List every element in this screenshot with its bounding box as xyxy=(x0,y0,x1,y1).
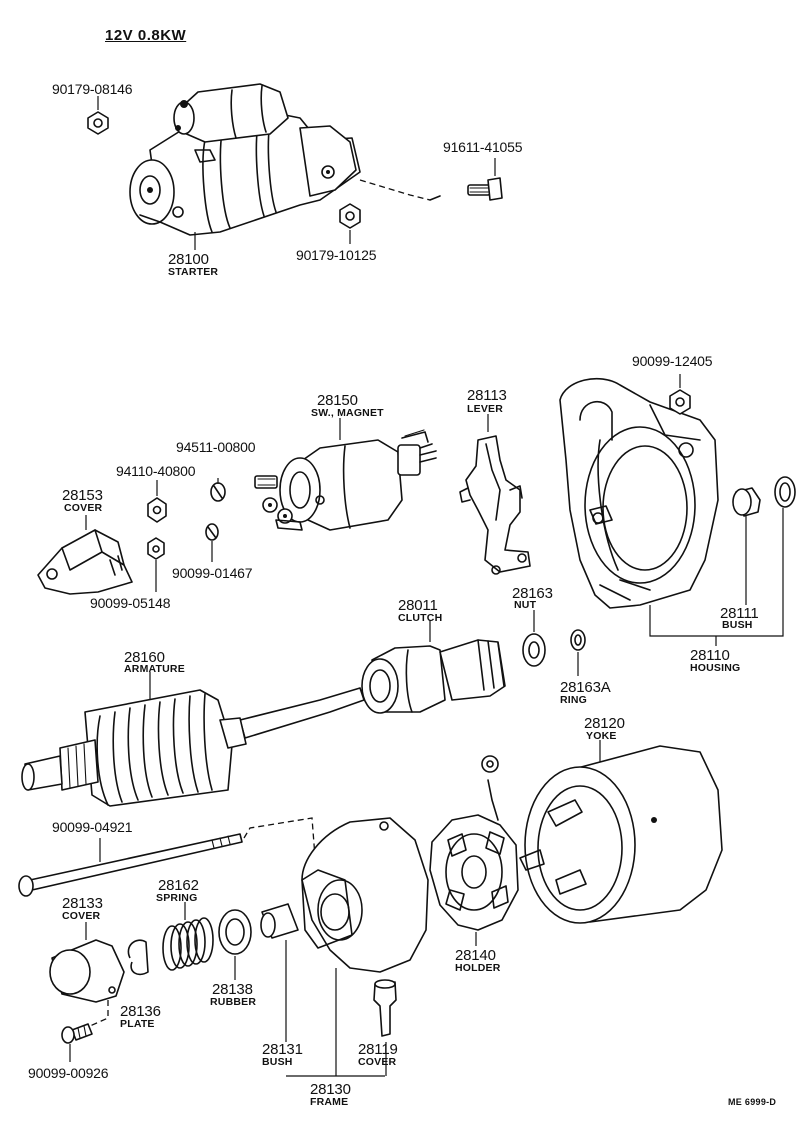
label-28163A: 28163A xyxy=(560,679,611,696)
lever-28113-drawing xyxy=(459,435,531,575)
name-cover-28153: COVER xyxy=(64,502,103,514)
label-28133: 28133 xyxy=(62,895,103,912)
housing-28110-drawing xyxy=(559,377,719,609)
label-28130: 28130 xyxy=(310,1081,351,1098)
footer-code: ME 6999-D xyxy=(728,1097,777,1107)
label-28100: 28100 xyxy=(168,251,209,268)
name-armature: ARMATURE xyxy=(124,663,185,675)
through-bolt-drawing xyxy=(18,833,243,897)
nut-90099-12405-drawing xyxy=(669,389,691,415)
name-frame: FRAME xyxy=(310,1096,349,1108)
cover-28133-drawing xyxy=(49,939,125,1003)
diagram-title: 12V 0.8KW xyxy=(105,27,187,44)
label-28140: 28140 xyxy=(455,947,496,964)
ring-28163A-drawing xyxy=(570,629,586,651)
holder-28140-drawing xyxy=(429,755,519,931)
nut-90179-08146-drawing xyxy=(87,111,109,135)
name-plate: PLATE xyxy=(120,1018,155,1030)
label-90099-04921: 90099-04921 xyxy=(52,819,133,835)
label-91611-41055: 91611-41055 xyxy=(443,139,523,155)
label-94110-40800: 94110-40800 xyxy=(116,463,196,479)
starter-assembly-drawing xyxy=(129,83,361,236)
name-cover-28133: COVER xyxy=(62,910,101,922)
name-ring: RING xyxy=(560,694,588,706)
name-nut-28163: NUT xyxy=(514,599,537,611)
name-spring: SPRING xyxy=(156,892,198,904)
label-28162: 28162 xyxy=(158,877,199,894)
name-cover-28119: COVER xyxy=(358,1056,397,1068)
label-28113: 28113 xyxy=(467,387,507,404)
name-magnet-switch: SW., MAGNET xyxy=(311,407,384,419)
cover-28153-drawing xyxy=(37,529,133,595)
label-28136: 28136 xyxy=(120,1003,161,1020)
nut-90179-10125-drawing xyxy=(339,203,361,229)
label-28131: 28131 xyxy=(262,1041,303,1058)
label-28110: 28110 xyxy=(690,647,730,664)
label-28160: 28160 xyxy=(124,649,165,666)
name-yoke: YOKE xyxy=(586,730,617,742)
label-90099-12405: 90099-12405 xyxy=(632,353,713,369)
name-housing: HOUSING xyxy=(690,662,741,674)
label-90099-00926: 90099-00926 xyxy=(28,1065,109,1081)
label-28163: 28163 xyxy=(512,585,553,602)
nut-94110-drawing xyxy=(147,497,167,523)
washer-94511-drawing xyxy=(210,482,226,502)
name-clutch: CLUTCH xyxy=(398,612,443,624)
bush-28111-drawing xyxy=(732,476,796,517)
label-28138: 28138 xyxy=(212,981,253,998)
label-28153: 28153 xyxy=(62,487,103,504)
nut-90099-05148-drawing xyxy=(147,537,165,560)
clutch-28011-drawing xyxy=(361,639,506,714)
frame-28130-drawing xyxy=(301,817,429,973)
spring-28162-drawing xyxy=(162,917,214,971)
rubber-28138-drawing xyxy=(218,909,252,955)
name-rubber: RUBBER xyxy=(210,996,257,1008)
label-28111: 28111 xyxy=(720,605,759,622)
label-28150: 28150 xyxy=(317,392,358,409)
label-90179-08146: 90179-08146 xyxy=(52,81,133,97)
label-28119: 28119 xyxy=(358,1041,398,1058)
bush-28131-drawing xyxy=(260,903,299,939)
washer-90099-01467-drawing xyxy=(205,523,219,541)
plate-28136-drawing xyxy=(127,939,149,976)
magnet-switch-drawing xyxy=(254,429,437,531)
name-bush-28111: BUSH xyxy=(722,619,753,631)
cover-28119-drawing xyxy=(373,979,397,1037)
name-bush-28131: BUSH xyxy=(262,1056,293,1068)
label-90099-01467: 90099-01467 xyxy=(172,565,253,581)
name-starter: STARTER xyxy=(168,266,219,278)
label-90099-05148: 90099-05148 xyxy=(90,595,171,611)
bolt-91611-41055-drawing xyxy=(467,177,503,201)
armature-28160-drawing xyxy=(21,687,365,807)
yoke-28120-drawing xyxy=(519,745,723,924)
label-28120: 28120 xyxy=(584,715,625,732)
name-lever: LEVER xyxy=(467,403,504,415)
label-94511-00800: 94511-00800 xyxy=(176,439,256,455)
screw-90099-00926-drawing xyxy=(61,1023,93,1044)
name-holder: HOLDER xyxy=(455,962,501,974)
nut-28163-drawing xyxy=(522,633,546,667)
label-28011: 28011 xyxy=(398,597,438,614)
label-90179-10125: 90179-10125 xyxy=(296,247,377,263)
